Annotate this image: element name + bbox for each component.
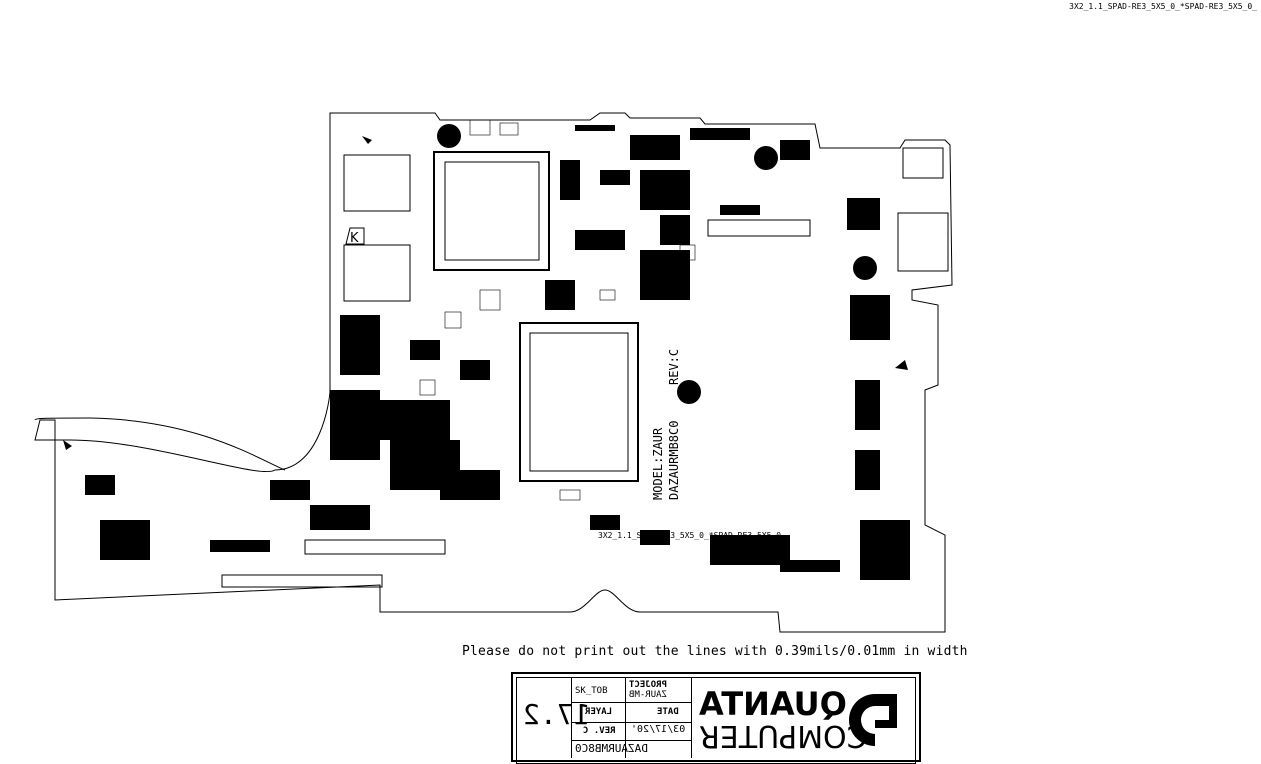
k-marker-label: K bbox=[350, 231, 359, 246]
vram-chip bbox=[343, 154, 411, 212]
cpu-die bbox=[444, 161, 540, 261]
layer-label: LAYER bbox=[585, 707, 613, 717]
rev-text: REV:C bbox=[667, 349, 681, 385]
pcb-board-diagram: K bbox=[34, 112, 953, 633]
title-block: 17.2 SK_TOB LAYER REV. C PROJECT ZAUR-MB… bbox=[511, 672, 921, 764]
cpu-package bbox=[433, 151, 550, 271]
gpu-package bbox=[519, 322, 639, 482]
connector bbox=[221, 574, 383, 588]
part-value: DAZAURMB8C0 bbox=[575, 742, 648, 755]
layer-value: SK_TOB bbox=[575, 686, 608, 696]
company-name-line2: COMPUTER bbox=[699, 718, 868, 753]
connector bbox=[707, 219, 811, 237]
date-value: 03/17/20' bbox=[631, 724, 686, 735]
chip-solid bbox=[847, 198, 880, 230]
rev-label: REV. C bbox=[583, 726, 616, 736]
mounting-hole bbox=[754, 146, 778, 170]
component-clusters bbox=[85, 125, 910, 580]
orientation-arrow bbox=[895, 360, 908, 370]
date-label: DATE bbox=[657, 707, 679, 717]
mounting-hole bbox=[437, 124, 461, 148]
mounting-hole bbox=[677, 380, 701, 404]
connector bbox=[902, 147, 944, 179]
orientation-arrow bbox=[63, 440, 72, 450]
footprint-text: 3X2_1.1_SPAD-RE3_5X5_0_*SPAD-RE3_5X5_0_ bbox=[598, 531, 786, 540]
project-label: PROJECT bbox=[629, 680, 667, 690]
connector bbox=[304, 539, 446, 555]
board-outline bbox=[34, 112, 953, 633]
top-reference-text: 3X2_1.1_SPAD-RE3_5X5_0_*SPAD-RE3_5X5_0_ bbox=[1069, 2, 1257, 11]
quanta-logo-icon bbox=[849, 694, 897, 746]
board-left-arm-curve bbox=[34, 417, 286, 471]
connector bbox=[897, 212, 949, 272]
model-text: MODEL:ZAUR bbox=[651, 427, 665, 500]
part-number-text: DAZAURMB8C0 bbox=[667, 421, 681, 500]
company-name-line1: QUANTA bbox=[699, 685, 847, 723]
sheet-number: 17.2 bbox=[523, 698, 591, 731]
title-block-inner: 17.2 SK_TOB LAYER REV. C PROJECT ZAUR-MB… bbox=[516, 677, 916, 764]
component-dots bbox=[419, 119, 696, 501]
vram-chip bbox=[343, 244, 411, 302]
mounting-hole bbox=[853, 256, 877, 280]
orientation-arrow bbox=[362, 136, 372, 144]
project-value: ZAUR-MB bbox=[629, 690, 667, 700]
gpu-die bbox=[529, 332, 629, 472]
print-note: Please do not print out the lines with 0… bbox=[462, 644, 968, 659]
k-marker bbox=[345, 227, 365, 245]
